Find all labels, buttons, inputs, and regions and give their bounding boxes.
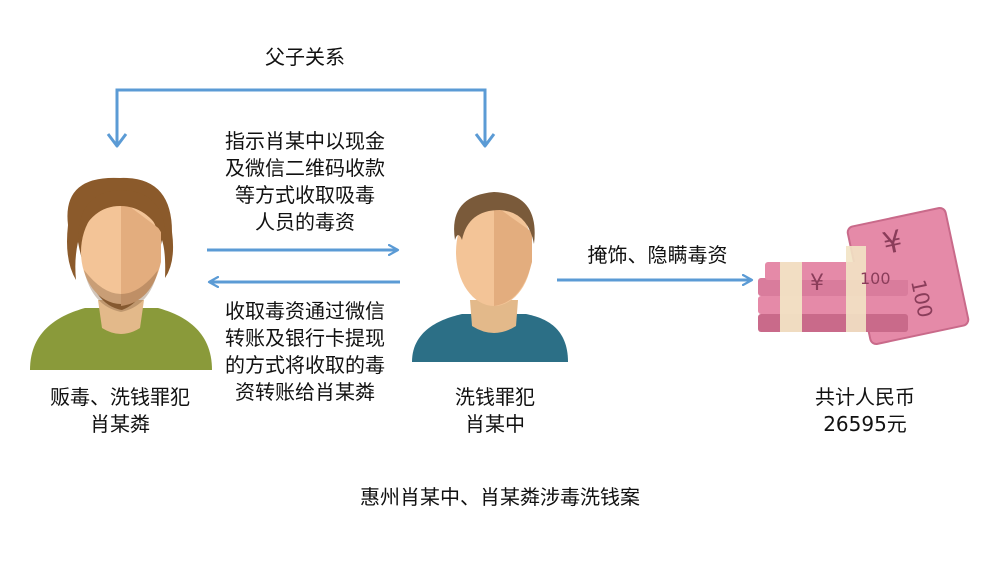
instruction-line: 等方式收取吸毒 <box>235 183 375 207</box>
banknote-front-denomination-mark: 100 <box>860 269 891 288</box>
money-amount: 26595元 <box>823 412 907 436</box>
relation-arrowhead-right <box>474 133 496 148</box>
relation-label: 父子关系 <box>265 45 345 69</box>
transfer-line: 的方式将收取的毒 <box>225 353 385 377</box>
instruction-line: 人员的毒资 <box>255 210 355 234</box>
transfer-label: 收取毒资通过微信 转账及银行卡提现 的方式将收取的毒 资转账给肖某粦 <box>190 298 420 406</box>
banknote-front-yen-mark: ¥ <box>810 271 824 296</box>
instruction-line: 及微信二维码收款 <box>225 156 385 180</box>
instruction-label: 指示肖某中以现金 及微信二维码收款 等方式收取吸毒 人员的毒资 <box>190 128 420 236</box>
money-label: 共计人民币 26595元 <box>790 384 940 438</box>
person-left-name: 肖某粦 <box>90 412 150 436</box>
person-middle-label: 洗钱罪犯 肖某中 <box>420 384 570 438</box>
person-left-role: 贩毒、洗钱罪犯 <box>50 385 190 409</box>
instruction-line: 指示肖某中以现金 <box>225 129 385 153</box>
conceal-label: 掩饰、隐瞒毒资 <box>587 243 728 267</box>
relation-bracket-line <box>115 88 487 145</box>
person-left-icon <box>30 177 212 370</box>
transfer-line: 收取毒资通过微信 <box>225 299 385 323</box>
transfer-line: 资转账给肖某粦 <box>235 380 375 404</box>
relation-arrowhead-left <box>106 133 128 148</box>
person-middle-role: 洗钱罪犯 <box>455 385 535 409</box>
banknote-stack-icon: ¥ 100 ¥ 100 <box>758 207 970 345</box>
relation-arrow <box>106 88 496 148</box>
money-caption: 共计人民币 <box>815 385 915 409</box>
person-middle-icon <box>412 192 568 362</box>
person-middle-name: 肖某中 <box>465 412 525 436</box>
person-left-label: 贩毒、洗钱罪犯 肖某粦 <box>20 384 220 438</box>
transfer-line: 转账及银行卡提现 <box>225 326 385 350</box>
case-title: 惠州肖某中、肖某粦涉毒洗钱案 <box>360 485 640 509</box>
